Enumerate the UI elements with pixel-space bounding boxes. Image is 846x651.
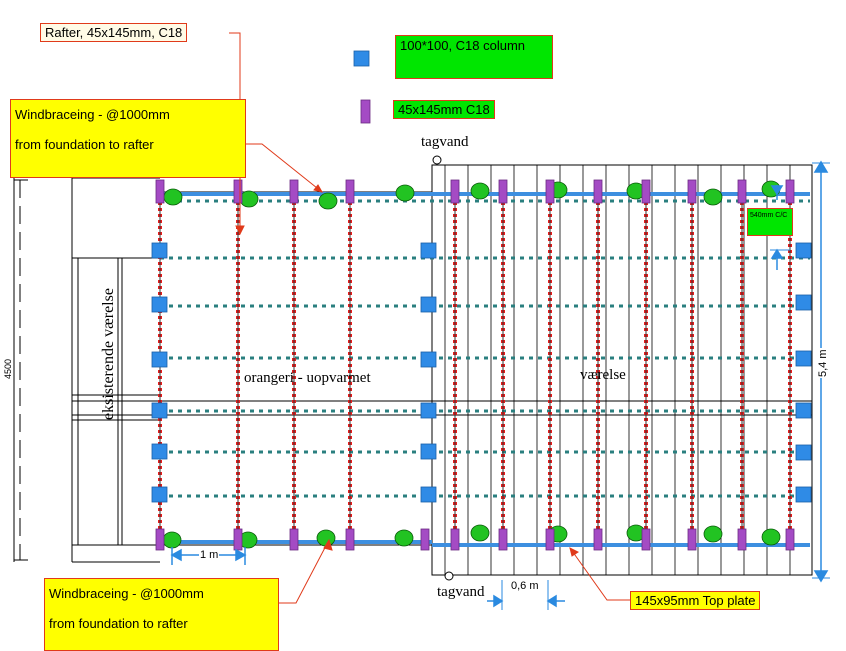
stud-top bbox=[737, 179, 747, 204]
room-label-existing: eksisterende værelse bbox=[100, 288, 117, 420]
room-label-vaerelse: værelse bbox=[580, 367, 626, 383]
stud-bottom bbox=[155, 528, 165, 551]
column-left bbox=[151, 242, 168, 259]
stud-bottom bbox=[289, 528, 299, 551]
column-middle bbox=[420, 242, 437, 259]
windbrace-bottom-line2: from foundation to rafter bbox=[49, 616, 188, 631]
top-plate-label: 145x95mm Top plate bbox=[630, 591, 761, 610]
column-right bbox=[795, 350, 812, 367]
column-middle bbox=[420, 351, 437, 368]
windbrace-top-label: Windbraceing - @1000mm from foundation t… bbox=[10, 99, 246, 178]
stud-bottom bbox=[233, 528, 243, 551]
dimension-1m-label: 1 m bbox=[199, 549, 220, 561]
footing-circle bbox=[470, 524, 490, 542]
stud-bottom bbox=[737, 528, 747, 551]
column-left bbox=[151, 486, 168, 503]
footings bbox=[162, 180, 781, 549]
footing-circle bbox=[162, 531, 182, 549]
column-left bbox=[151, 296, 168, 313]
column-right bbox=[795, 242, 812, 259]
footing-circle bbox=[394, 529, 414, 547]
dotted-purlin-lines bbox=[160, 199, 810, 498]
footing-circle bbox=[395, 184, 415, 202]
columns bbox=[151, 242, 812, 503]
column-legend-label: 100*100, C18 column bbox=[395, 35, 553, 79]
stud-top bbox=[289, 179, 299, 204]
column-middle bbox=[420, 402, 437, 419]
studs bbox=[155, 179, 795, 551]
dimension-4500-label: 4500 bbox=[3, 357, 13, 380]
column-middle bbox=[420, 443, 437, 460]
dimension-5-4m-label: 5,4 m bbox=[817, 348, 829, 378]
footing-circle bbox=[163, 188, 183, 206]
stud-top bbox=[233, 179, 243, 204]
rafter-label: Rafter, 45x145mm, C18 bbox=[40, 23, 188, 42]
stud-top bbox=[450, 179, 460, 204]
windbrace-bottom-label: Windbraceing - @1000mm from foundation t… bbox=[44, 578, 279, 651]
room-label-orangeri: orangeri - uopvarmet bbox=[244, 370, 371, 386]
stud-top bbox=[641, 179, 651, 204]
existing-building-outline bbox=[13, 177, 160, 563]
footing-circle bbox=[761, 528, 781, 546]
column-middle bbox=[420, 486, 437, 503]
stud-top bbox=[785, 179, 795, 204]
rafter-lines bbox=[158, 190, 792, 546]
stud-bottom bbox=[545, 528, 555, 551]
dimension-0-6m-label: 0,6 m bbox=[511, 580, 539, 592]
plan-outline bbox=[72, 164, 813, 576]
stud-top bbox=[593, 179, 603, 204]
stud-top bbox=[498, 179, 508, 204]
stud-bottom bbox=[420, 528, 430, 551]
column-left bbox=[151, 351, 168, 368]
footing-circle bbox=[318, 192, 338, 210]
stud-bottom bbox=[785, 528, 795, 551]
column-right bbox=[795, 444, 812, 461]
stud-top bbox=[687, 179, 697, 204]
column-legend-icon bbox=[353, 50, 370, 67]
stud-bottom bbox=[593, 528, 603, 551]
windbrace-bottom-line1: Windbraceing - @1000mm bbox=[49, 586, 204, 601]
footing-circle bbox=[239, 190, 259, 208]
cc-spacing-label: 540mm C/C bbox=[747, 208, 793, 236]
stud-legend-icon bbox=[360, 99, 371, 124]
footing-circle bbox=[470, 182, 490, 200]
windbrace-top-line1: Windbraceing - @1000mm bbox=[15, 107, 170, 122]
dimension-4500-line bbox=[14, 179, 28, 561]
dimension-0-6m bbox=[487, 580, 565, 610]
footing-circle bbox=[703, 525, 723, 543]
tagvand-bottom-label: tagvand bbox=[437, 584, 485, 600]
column-right bbox=[795, 402, 812, 419]
stud-bottom bbox=[450, 528, 460, 551]
column-middle bbox=[420, 296, 437, 313]
stud-top bbox=[545, 179, 555, 204]
stud-top bbox=[155, 179, 165, 204]
tagvand-top-label: tagvand bbox=[421, 134, 469, 150]
column-right bbox=[795, 486, 812, 503]
stud-bottom bbox=[641, 528, 651, 551]
dimension-1m bbox=[170, 547, 247, 565]
stud-bottom bbox=[687, 528, 697, 551]
stud-top bbox=[345, 179, 355, 204]
windbrace-top-line2: from foundation to rafter bbox=[15, 137, 154, 152]
stud-legend-label: 45x145mm C18 bbox=[393, 100, 495, 119]
column-left bbox=[151, 402, 168, 419]
stud-bottom bbox=[345, 528, 355, 551]
column-right bbox=[795, 294, 812, 311]
column-left bbox=[151, 443, 168, 460]
stud-bottom bbox=[498, 528, 508, 551]
footing-circle bbox=[703, 188, 723, 206]
roof-battens bbox=[444, 165, 791, 575]
footing-circle bbox=[316, 529, 336, 547]
tagvand-markers bbox=[432, 155, 454, 581]
dimension-540cc bbox=[770, 185, 790, 270]
